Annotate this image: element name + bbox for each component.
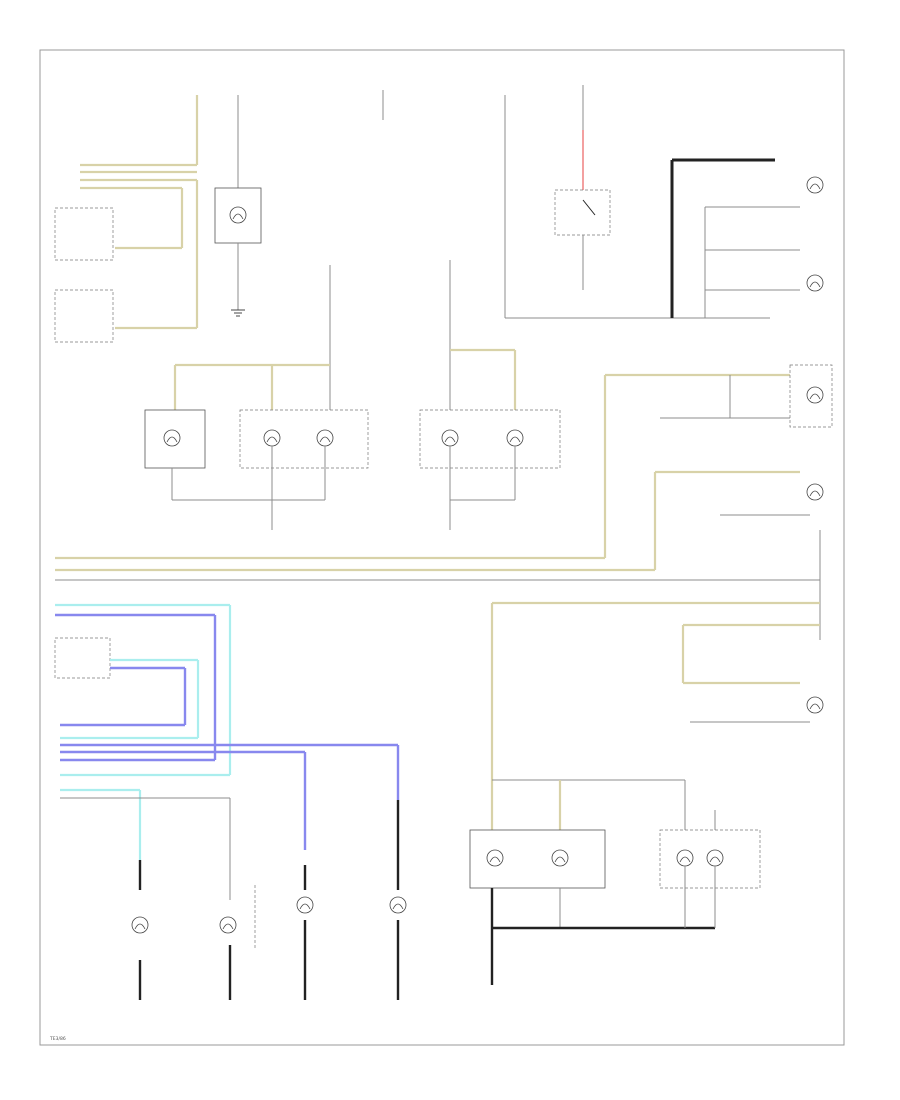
footer-code: TE3/86 — [49, 1036, 66, 1042]
bulb-top-right-2 — [806, 274, 824, 292]
bulb-radio-left — [441, 429, 459, 447]
bulb-ashtray-right — [263, 429, 281, 447]
bulb-heater — [229, 206, 247, 224]
bulb-rear-lamp — [806, 386, 824, 404]
bulb-side-marker — [806, 483, 824, 501]
rear-lamp-box — [789, 364, 833, 428]
top-left-feeds — [80, 95, 199, 330]
bulb-license-left — [486, 849, 504, 867]
bulb-license — [806, 696, 824, 714]
module-box-1 — [54, 207, 114, 261]
bulb-license-right — [551, 849, 569, 867]
dimmer-switch-box — [554, 189, 611, 236]
bulb-radio-right — [506, 429, 524, 447]
trunk-lamp-box — [659, 829, 761, 889]
bulb-hazard — [163, 429, 181, 447]
bulb-bottom-4 — [389, 896, 407, 914]
ashtray-lamp-box — [239, 409, 369, 469]
bulb-bottom-1 — [131, 916, 149, 934]
diagram-frame — [39, 49, 845, 1046]
module-box-2 — [54, 289, 114, 343]
bulb-trunk-left — [676, 849, 694, 867]
bulb-bottom-3 — [296, 896, 314, 914]
ground-symbol — [231, 309, 245, 317]
bulb-ashtray-left — [316, 429, 334, 447]
bulb-bottom-2 — [219, 916, 237, 934]
bulb-top-right-1 — [806, 176, 824, 194]
radio-lamp-box — [419, 409, 561, 469]
dimmer-control-box — [54, 637, 111, 679]
bulb-trunk-right — [706, 849, 724, 867]
